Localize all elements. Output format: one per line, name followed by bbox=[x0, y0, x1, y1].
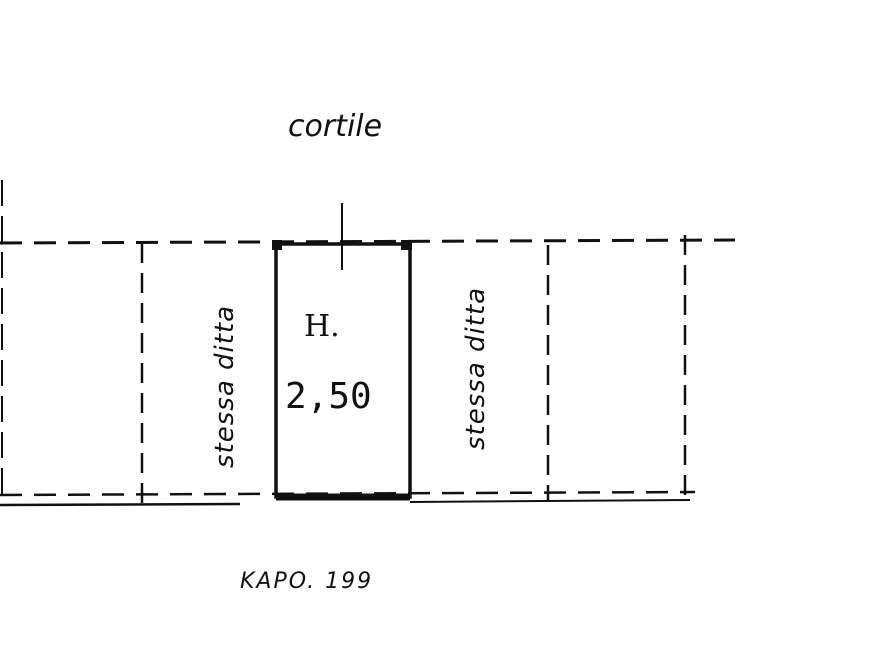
top-boundary-dashed bbox=[0, 238, 736, 245]
footer-label: KAPO. 199 bbox=[240, 569, 373, 594]
left-unit-label: stessa ditta bbox=[210, 305, 240, 468]
bottom-boundary-solid-right bbox=[409, 499, 691, 503]
corner-mark-left bbox=[272, 240, 282, 250]
courtyard-label: cortile bbox=[288, 109, 382, 144]
main-unit-outline bbox=[274, 242, 412, 499]
height-value: 2,50 bbox=[285, 376, 372, 417]
height-label: H. bbox=[304, 309, 340, 344]
bottom-boundary-solid bbox=[0, 502, 241, 507]
corner-mark-right bbox=[401, 240, 412, 250]
right-unit-label: stessa ditta bbox=[461, 287, 491, 450]
